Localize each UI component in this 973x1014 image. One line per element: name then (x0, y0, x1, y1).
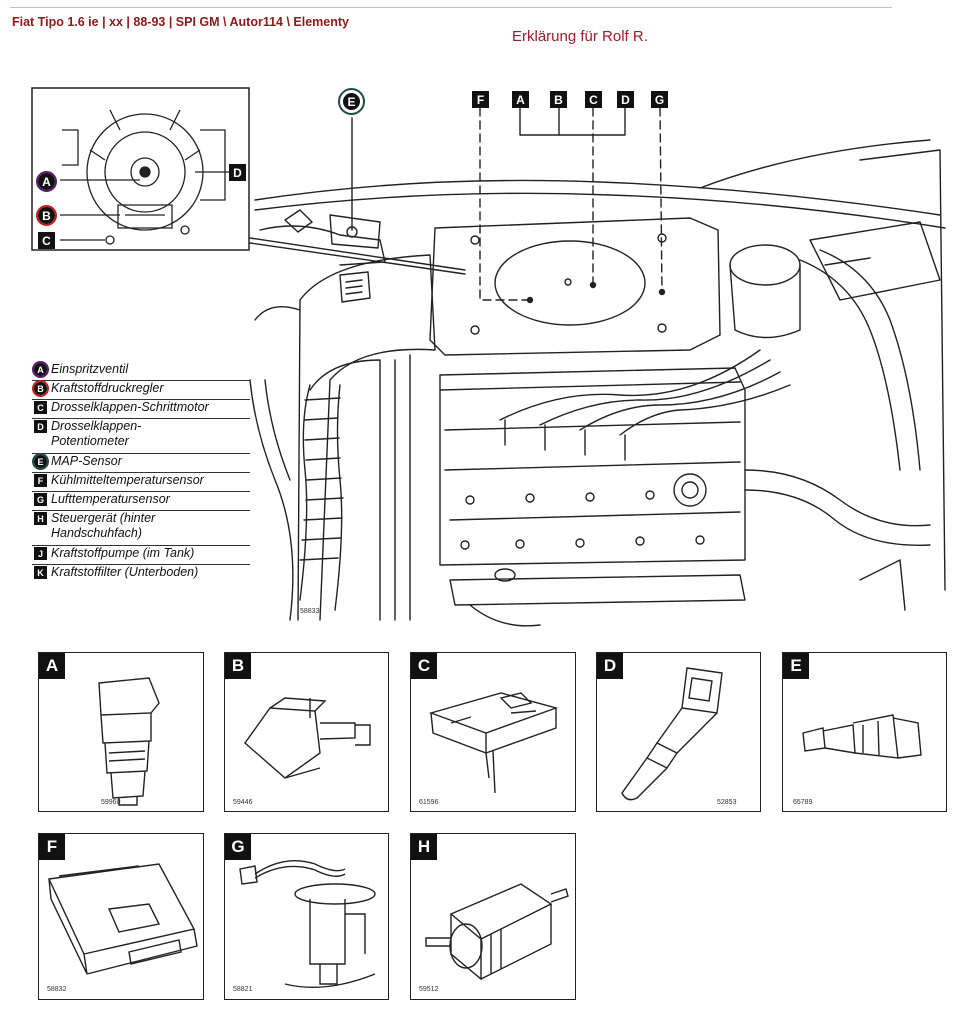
callout-a: A (512, 91, 529, 108)
callout-f: F (472, 91, 489, 108)
callout-e-map-sensor: E (338, 88, 365, 115)
panel-f-badge: F (39, 834, 65, 860)
legend-label: Lufttemperatursensor (51, 492, 170, 506)
panel-f-code: 58832 (47, 986, 67, 993)
panel-c-code: 61596 (419, 799, 439, 806)
legend-label: Kühlmitteltemperatursensor (51, 473, 204, 487)
inset-callout-b: B (36, 205, 57, 226)
callout-c: C (585, 91, 602, 108)
map-sensor-drawing (802, 714, 922, 759)
legend-key: F (34, 474, 47, 487)
callout-d: D (617, 91, 634, 108)
inset-callout-c: C (38, 232, 55, 249)
legend-label: Steuergerät (hinter Handschuhfach) (51, 511, 156, 540)
pressure-regulator-drawing (244, 697, 371, 779)
legend-key: C (34, 401, 47, 414)
legend-key: B (32, 380, 49, 397)
panel-a-code: 59960 (101, 799, 121, 806)
legend-row-c: C Drosselklappen-Schrittmotor (32, 400, 250, 419)
callout-g: G (651, 91, 668, 108)
panel-f-ecu: F 58832 (38, 833, 204, 1000)
header-rule (10, 7, 892, 8)
legend-key: K (34, 566, 47, 579)
panel-c-badge: C (411, 653, 437, 679)
legend-row-h: H Steuergerät (hinter Handschuhfach) (32, 511, 250, 546)
fuel-filter-drawing (425, 883, 569, 981)
legend-key: A (32, 361, 49, 378)
legend-label: Kraftstoffilter (Unterboden) (51, 565, 199, 579)
legend-row-j: J Kraftstoffpumpe (im Tank) (32, 546, 250, 565)
ecu-drawing (47, 863, 198, 975)
legend-key: H (34, 512, 47, 525)
panel-d-code: 52853 (717, 799, 737, 806)
panel-e-badge: E (783, 653, 809, 679)
legend-label: MAP-Sensor (51, 454, 122, 468)
panel-h-fuel-filter: H 59512 (410, 833, 576, 1000)
panel-b-pressure-regulator: B 59446 (224, 652, 389, 812)
panel-a-badge: A (39, 653, 65, 679)
legend-label: Kraftstoffpumpe (im Tank) (51, 546, 195, 560)
panel-d-badge: D (597, 653, 623, 679)
panel-c-stepper-motor: C 61596 (410, 652, 576, 812)
legend-row-d: D Drosselklappen-Potentiometer (32, 419, 250, 454)
legend-label: Kraftstoffdruckregler (51, 381, 164, 395)
panel-e-map-sensor: E 65789 (782, 652, 947, 812)
potentiometer-drawing (621, 667, 723, 801)
panel-h-code: 59512 (419, 986, 439, 993)
panel-h-badge: H (411, 834, 437, 860)
legend-key: G (34, 493, 47, 506)
stepper-motor-drawing (428, 692, 559, 794)
injector-drawing (98, 677, 160, 806)
legend-key: J (34, 547, 47, 560)
legend-key: E (32, 453, 49, 470)
inset-callout-a: A (36, 171, 57, 192)
legend-label: Einspritzventil (51, 362, 129, 376)
legend-label: Drosselklappen-Potentiometer (51, 419, 142, 448)
page-title: Fiat Tipo 1.6 ie | xx | 88-93 | SPI GM \… (12, 15, 349, 29)
panel-e-code: 65789 (793, 799, 813, 806)
callout-b: B (550, 91, 567, 108)
panel-b-code: 59446 (233, 799, 253, 806)
inset-callout-d: D (229, 164, 246, 181)
legend-label: Drosselklappen-Schrittmotor (51, 400, 209, 414)
panel-g-fuel-pump: G 58821 (224, 833, 389, 1000)
panel-g-badge: G (225, 834, 251, 860)
panel-d-potentiometer: D 52853 (596, 652, 761, 812)
main-drawing-code: 58833 (300, 608, 320, 615)
fuel-pump-drawing (239, 859, 376, 988)
legend-row-k: K Kraftstoffilter (Unterboden) (32, 565, 250, 583)
author-note: Erklärung für Rolf R. (512, 28, 648, 45)
legend-key: D (34, 420, 47, 433)
panel-a-injector: A 59960 (38, 652, 204, 812)
panel-g-code: 58821 (233, 986, 253, 993)
legend-row-g: G Lufttemperatursensor (32, 492, 250, 511)
panel-b-badge: B (225, 653, 251, 679)
legend-row-f: F Kühlmitteltemperatursensor (32, 473, 250, 492)
engine-bay-drawing (31, 87, 946, 627)
